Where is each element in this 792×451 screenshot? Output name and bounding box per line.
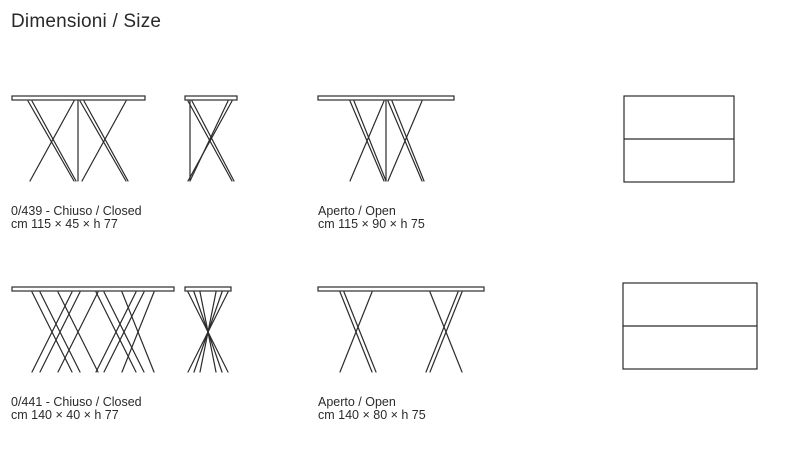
caption-441-open-label: Aperto / Open [318,395,396,409]
table-439-top-view-drawing [623,95,735,183]
table-441-closed-front-drawing [11,286,175,373]
caption-441-closed: 0/441 - Chiuso / Closed cm 140 × 40 × h … [11,396,142,422]
table-441-top-view-drawing [622,282,758,370]
table-439-open-front-drawing [317,95,455,182]
table-441-open-front-drawing [317,286,485,373]
table-439-closed-front-drawing [11,95,146,182]
page-title: Dimensioni / Size [11,11,162,32]
caption-439-closed-dimensions: cm 115 × 45 × h 77 [11,217,118,231]
caption-441-closed-dimensions: cm 140 × 40 × h 77 [11,408,119,422]
caption-439-closed: 0/439 - Chiuso / Closed cm 115 × 45 × h … [11,205,142,231]
caption-441-open: Aperto / Open cm 140 × 80 × h 75 [318,396,426,422]
table-441-closed-side-drawing [184,286,232,373]
caption-439-open-label: Aperto / Open [318,204,396,218]
caption-439-open: Aperto / Open cm 115 × 90 × h 75 [318,205,425,231]
caption-441-open-dimensions: cm 140 × 80 × h 75 [318,408,426,422]
caption-439-closed-model: 0/439 - Chiuso / Closed [11,204,142,218]
table-439-closed-side-drawing [184,95,238,182]
caption-441-closed-model: 0/441 - Chiuso / Closed [11,395,142,409]
caption-439-open-dimensions: cm 115 × 90 × h 75 [318,217,425,231]
